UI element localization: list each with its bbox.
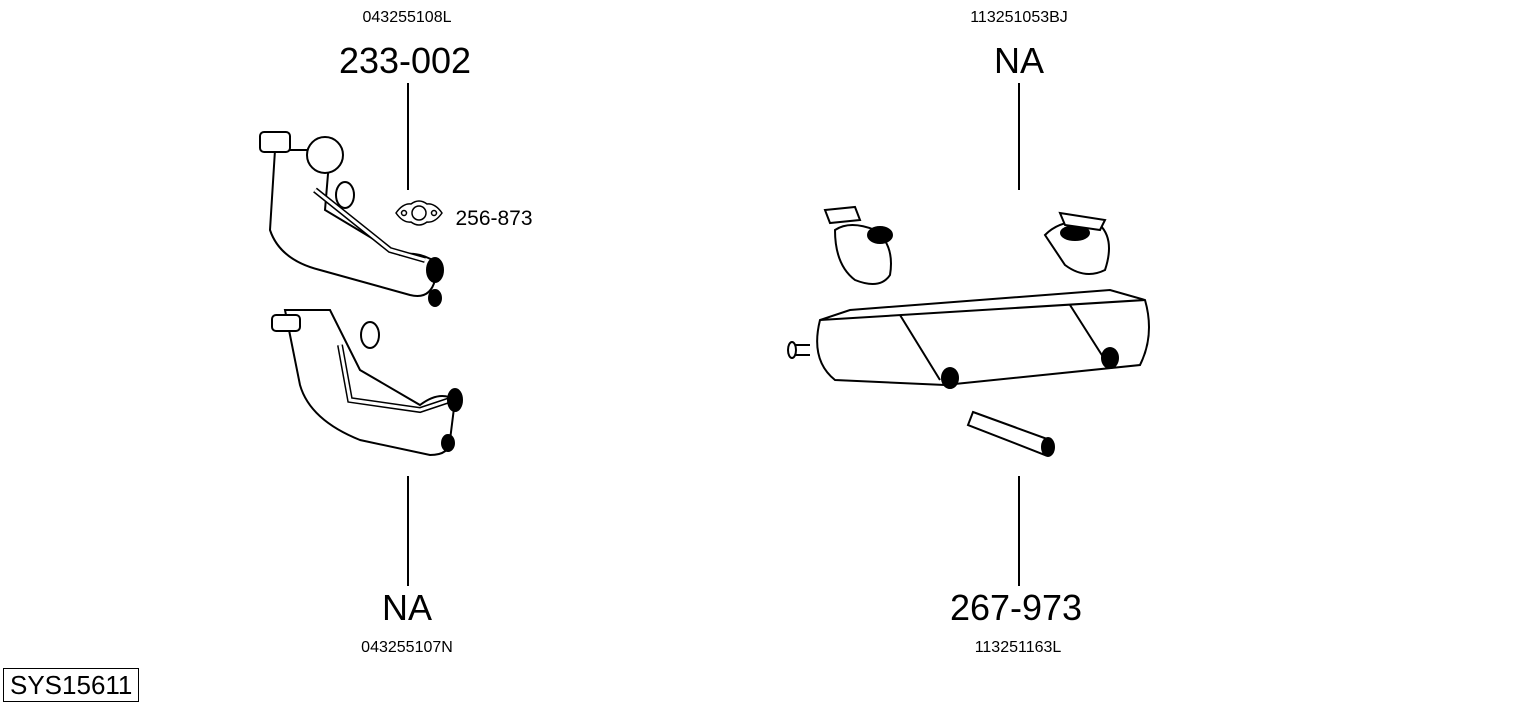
part-number-silencer[interactable]: NA	[993, 40, 1045, 81]
oem-number-front-pipe-top: 043255108L	[362, 9, 452, 26]
gasket-drawing	[395, 200, 443, 226]
leader-line	[407, 83, 409, 190]
leader-line	[1018, 83, 1020, 190]
part-number-tail-pipe[interactable]: 267-973	[949, 587, 1083, 628]
part-number-front-pipe-top[interactable]: 233-002	[338, 40, 472, 81]
oem-number-tail-pipe: 113251163L	[974, 639, 1062, 656]
oem-number-front-pipe-bottom: 043255107N	[361, 639, 453, 656]
system-id-label: SYS15611	[3, 668, 140, 702]
part-number-gasket[interactable]: 256-873	[455, 207, 533, 230]
silencer-drawing	[787, 205, 1150, 389]
oem-number-silencer: 113251053BJ	[970, 9, 1068, 26]
leader-line	[1018, 476, 1020, 586]
part-number-front-pipe-bottom[interactable]: NA	[381, 587, 433, 628]
tail-pipe-drawing	[966, 410, 1055, 457]
front-pipe-drawing	[259, 131, 463, 457]
leader-line	[407, 476, 409, 586]
